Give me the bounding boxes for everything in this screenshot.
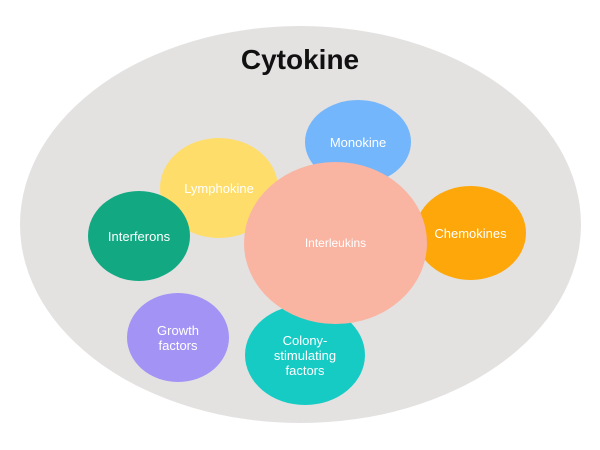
interleukins-node: Interleukins [244,162,427,324]
chemokines-node: Chemokines [415,186,526,280]
diagram-title: Cytokine [240,44,360,75]
growth-factors-node: Growth factors [127,293,229,382]
interferons-node: Interferons [88,191,190,281]
